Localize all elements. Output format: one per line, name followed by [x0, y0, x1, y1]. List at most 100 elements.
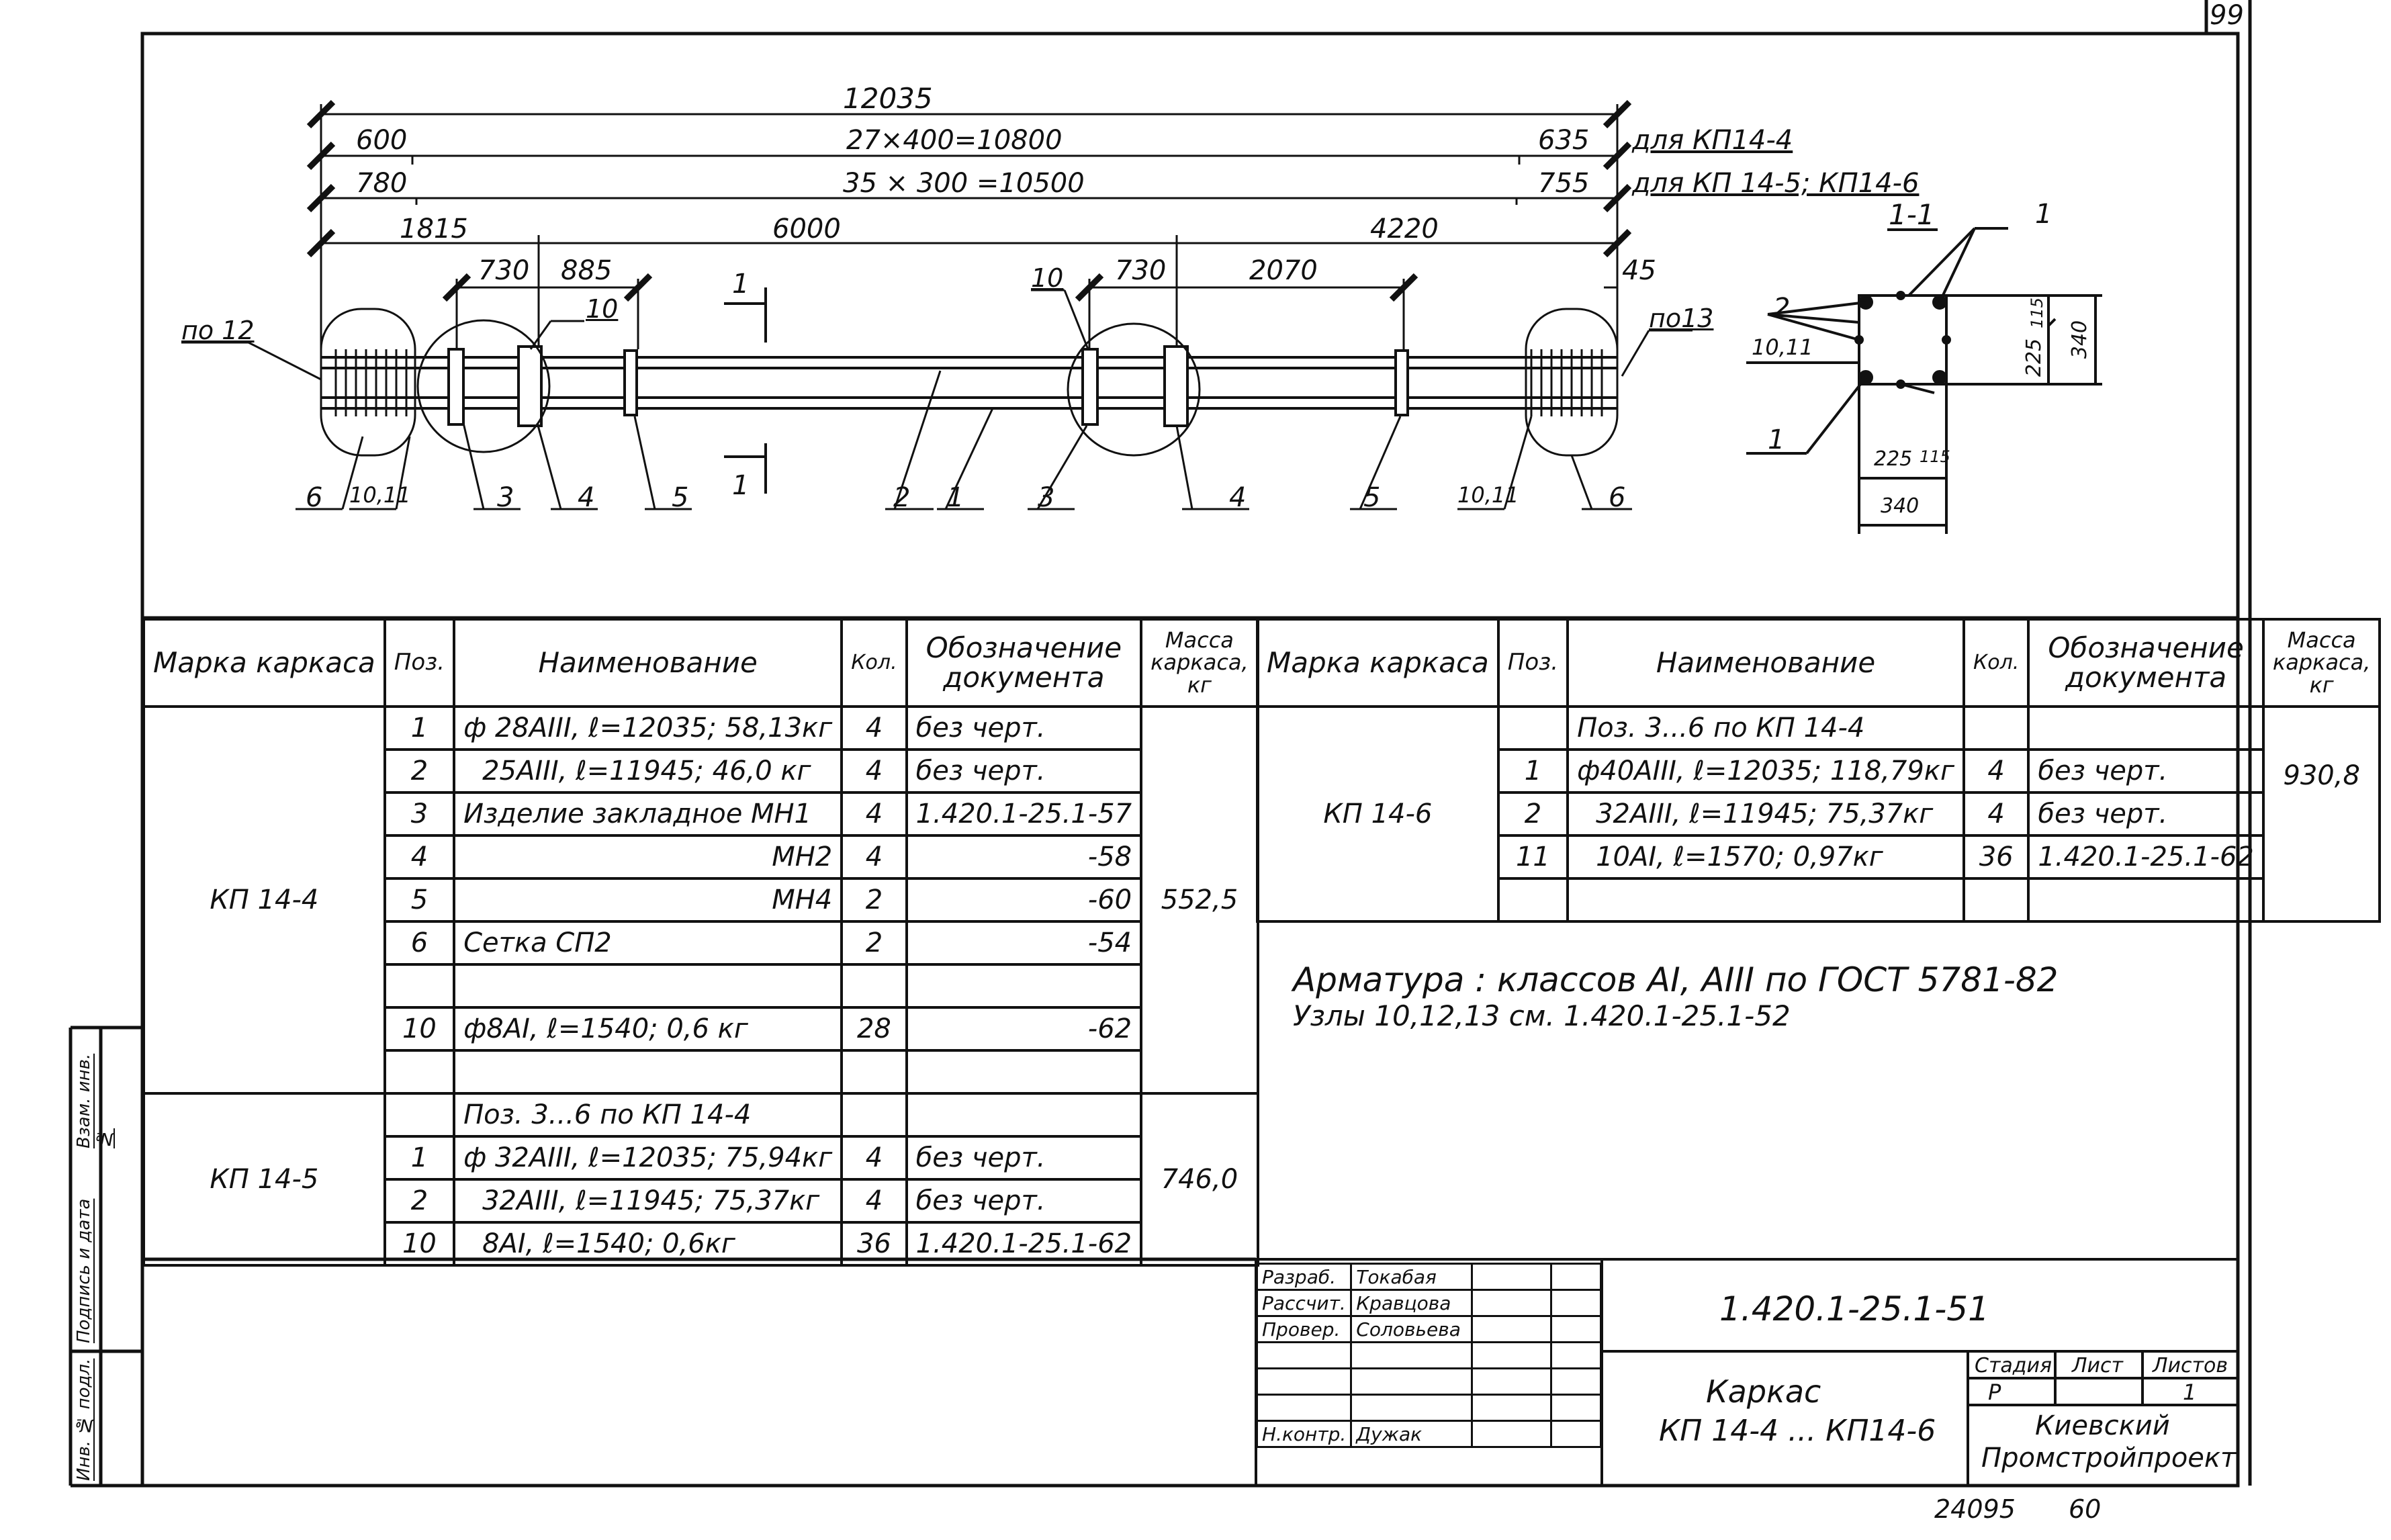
dim-detail-b: 885 [561, 255, 613, 286]
leader-lines [181, 289, 1693, 510]
stage-label: Стадия [1975, 1354, 2052, 1377]
doc-cell: 1.420.1-25.1-57 [905, 791, 1143, 837]
dim-kp144-left: 600 [356, 125, 408, 156]
section-cut-marks [724, 287, 767, 494]
pos-cell: 2 [1496, 791, 1570, 837]
pos-label-4-left: 4 [578, 482, 595, 513]
name-cell: 25АIII, ℓ=11945; 46,0 кг [453, 748, 844, 794]
name-cell [1566, 877, 1965, 923]
person: Соловьева [1350, 1315, 1474, 1343]
hdr-name: Наименование [453, 618, 844, 708]
name-cell: Изделие закладное МН1 [453, 791, 844, 837]
section-dim-h-115: 115 [1920, 447, 1950, 466]
role: Н.контр. [1255, 1420, 1353, 1448]
doc-cell: без черт. [905, 1178, 1143, 1224]
name-cell: ф8АI, ℓ=1540; 0,6 кг [453, 1006, 844, 1052]
callout-pos10b: 10 [1031, 263, 1064, 293]
qty-cell: 2 [840, 877, 908, 923]
side-label-inv: Инв. № подл. [74, 1358, 94, 1481]
name-cell: ф40АIII, ℓ=12035; 118,79кг [1566, 748, 1965, 794]
dim-detail-d: 2070 [1249, 255, 1318, 286]
qty-cell [840, 1049, 908, 1095]
section-dim-v-115: 115 [2027, 298, 2046, 328]
doc-cell: без черт. [905, 705, 1143, 751]
qty-cell: 36 [1962, 834, 2030, 880]
pos-cell: 10 [383, 1221, 456, 1267]
section-mark-bottom: 1 [732, 470, 750, 501]
role [1255, 1367, 1353, 1396]
pos-label-1011-left: 10,11 [349, 482, 411, 508]
hdr-mark: Марка каркаса [1256, 618, 1500, 708]
sheets-label: Листов [2153, 1354, 2228, 1377]
dim-overall: 12035 [843, 82, 933, 115]
doc-cell [2027, 877, 2265, 923]
name-cell: Сетка СП2 [453, 920, 844, 966]
person [1350, 1367, 1474, 1396]
qty-cell [840, 963, 908, 1009]
person: Дужак [1350, 1420, 1474, 1448]
drawing-code: 1.420.1-25.1-51 [1719, 1289, 1989, 1328]
note-nodes: Узлы 10,12,13 см. 1.420.1-25.1-52 [1293, 999, 1791, 1032]
dimension-lines [306, 99, 1632, 363]
name-cell: ф 28АIII, ℓ=12035; 58,13кг [453, 705, 844, 751]
mass-cell: 552,5 [1140, 705, 1259, 1095]
qty-cell: 36 [840, 1221, 908, 1267]
pos-label-3-left: 3 [497, 482, 514, 513]
detail-circles [416, 319, 1201, 457]
pos-label-3-right: 3 [1038, 482, 1055, 513]
pos-cell: 11 [1496, 834, 1570, 880]
mark-cell: КП 14-5 [142, 1092, 386, 1267]
name-cell: Поз. 3...6 по КП 14-4 [453, 1092, 844, 1138]
pos-label-4-right: 4 [1229, 482, 1247, 513]
hdr-mark: Марка каркаса [142, 618, 386, 708]
doc-cell [2027, 705, 2265, 751]
doc-cell: без черт. [2027, 748, 2265, 794]
name-cell: 32АIII, ℓ=11945; 75,37кг [453, 1178, 844, 1224]
role: Провер. [1255, 1315, 1353, 1343]
qty-cell [840, 1092, 908, 1138]
qty-cell: 4 [840, 705, 908, 751]
callout-pos10: 10 [586, 294, 619, 324]
hdr-name: Наименование [1566, 618, 1965, 708]
pos-cell: 1 [1496, 748, 1570, 794]
name-cell: МН4 [453, 877, 844, 923]
qty-cell: 4 [840, 1178, 908, 1224]
section-dim-v-225: 225 [2022, 338, 2046, 377]
beam-body [321, 356, 1617, 410]
pos-label-1011-right: 10,11 [1457, 482, 1519, 508]
side-label-sign: Подпись и дата [74, 1198, 94, 1343]
side-label-replace: Взам. инв.№ [74, 1053, 114, 1148]
pos-cell: 2 [383, 748, 456, 794]
name-cell: 8АI, ℓ=1540; 0,6кг [453, 1221, 844, 1267]
pos-label-5-left: 5 [672, 482, 689, 513]
pos-cell [383, 1049, 456, 1095]
group-kp144: КП 14-4 1 ф 28АIII, ℓ=12035; 58,13кг 4 б… [142, 705, 1259, 1095]
qty-cell: 4 [1962, 748, 2030, 794]
section-dim-h-340: 340 [1881, 494, 1920, 518]
role [1255, 1341, 1353, 1369]
mass-cell: 746,0 [1140, 1092, 1259, 1267]
name-cell: 32АIII, ℓ=11945; 75,37кг [1566, 791, 1965, 837]
spec-table-right: Марка каркаса Поз. Наименование Кол. Обо… [1256, 618, 2382, 923]
pos-cell [383, 963, 456, 1009]
name-cell: 10АI, ℓ=1570; 0,97кг [1566, 834, 1965, 880]
section-label-1-bottom: 1 [1768, 424, 1785, 455]
qty-cell: 2 [840, 920, 908, 966]
dim-kp144-right: 635 [1538, 125, 1590, 156]
hdr-pos: Поз. [383, 618, 456, 708]
dim-main-c: 4220 [1370, 214, 1439, 244]
qty-cell: 4 [840, 834, 908, 880]
section-dim-v-340: 340 [2068, 320, 2092, 359]
hdr-doc: Обозначение документа [905, 618, 1143, 708]
page-number: 99 [2210, 0, 2244, 31]
person: Кравцова [1350, 1289, 1474, 1317]
name-cell: МН2 [453, 834, 844, 880]
pos-cell: 3 [383, 791, 456, 837]
mark-cell: КП 14-4 [142, 705, 386, 1095]
doc-cell: 1.420.1-25.1-62 [2027, 834, 2265, 880]
section-label-1-top: 1 [2035, 199, 2052, 230]
qty-cell: 28 [840, 1006, 908, 1052]
note-reinforcement: Арматура : классов АI, АIII по ГОСТ 5781… [1293, 960, 2059, 999]
dim-kp145-right: 755 [1538, 168, 1590, 199]
hdr-doc: Обозначение документа [2027, 618, 2265, 708]
